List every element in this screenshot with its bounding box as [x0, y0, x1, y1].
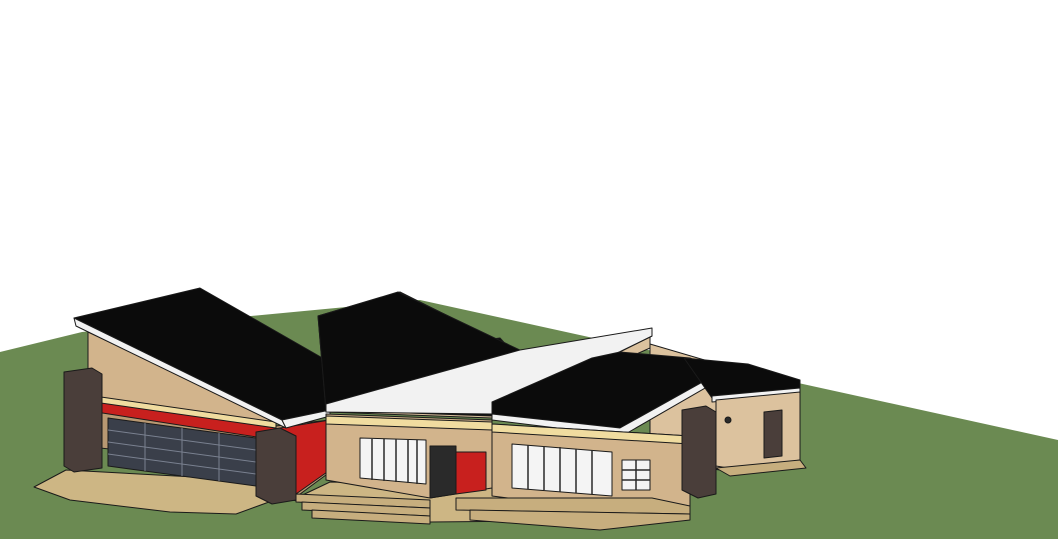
- entrance-door: [429, 445, 457, 499]
- front-steps: [295, 493, 691, 531]
- entrance-red-panel: [455, 451, 487, 495]
- stone-pillar-left: [63, 367, 103, 473]
- center-roof-fascia: [325, 327, 653, 415]
- center-window-mullions: [371, 439, 418, 484]
- right-side-roof: [683, 357, 801, 399]
- garage-door-panels: [107, 423, 257, 481]
- wall-lamp: [724, 416, 732, 424]
- right-small-window-mullions: [622, 460, 650, 490]
- right-window-mullions: [527, 445, 593, 494]
- stone-pillar-mid: [255, 427, 297, 505]
- side-entrance-door: [763, 409, 783, 459]
- right-window-group: [511, 443, 613, 497]
- side-step: [715, 459, 807, 477]
- stone-pillar-right: [681, 405, 717, 499]
- center-window-group: [359, 437, 427, 485]
- side-entrance-wall: [715, 391, 801, 471]
